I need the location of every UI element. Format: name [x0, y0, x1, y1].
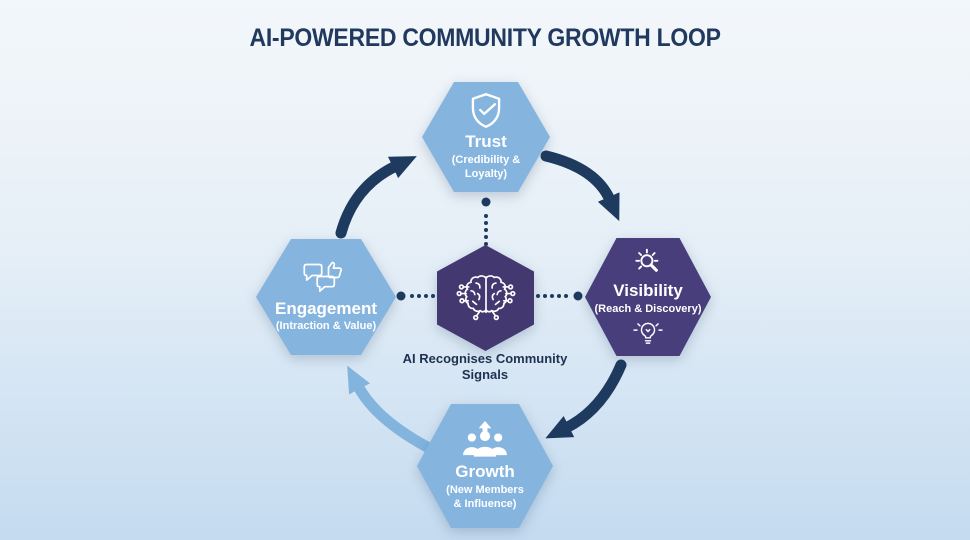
node-engagement-title: Engagement — [274, 298, 378, 318]
dotted-connector-left — [396, 291, 435, 301]
node-growth-title: Growth — [455, 462, 515, 482]
search-rays-icon — [635, 249, 659, 273]
dotted-connector-top — [481, 197, 491, 246]
chat-thumbs-up-icon — [303, 261, 342, 292]
node-engagement-subtitle: (Intraction & Value) — [275, 320, 377, 333]
node-engagement: Engagement (Intraction & Value) — [256, 239, 396, 355]
node-trust-subtitle: (Credibility & Loyalty) — [451, 154, 521, 180]
arrow-trust-to-visibility — [540, 150, 620, 222]
node-trust-title: Trust — [465, 132, 507, 152]
people-up-arrow-icon — [463, 421, 507, 458]
node-visibility-subtitle: (Reach & Discovery) — [594, 302, 702, 315]
center-caption: AI Recognises Community Signals — [402, 351, 568, 383]
node-trust: Trust (Credibility & Loyalty) — [422, 82, 550, 192]
node-visibility-title: Visibility — [613, 281, 683, 301]
node-growth-subtitle: (New Members & Influence) — [446, 484, 524, 510]
shield-check-icon — [471, 93, 501, 129]
node-ai-center — [437, 245, 534, 351]
node-visibility: Visibility (Reach & Discovery) — [585, 238, 711, 356]
page-title: AI-POWERED COMMUNITY GROWTH LOOP — [249, 24, 721, 52]
node-growth: Growth (New Members & Influence) — [417, 404, 553, 528]
brain-circuit-icon — [455, 275, 516, 321]
dotted-connector-right — [536, 291, 583, 301]
arrow-engagement-to-trust — [335, 156, 417, 239]
lightbulb-icon — [633, 322, 663, 344]
